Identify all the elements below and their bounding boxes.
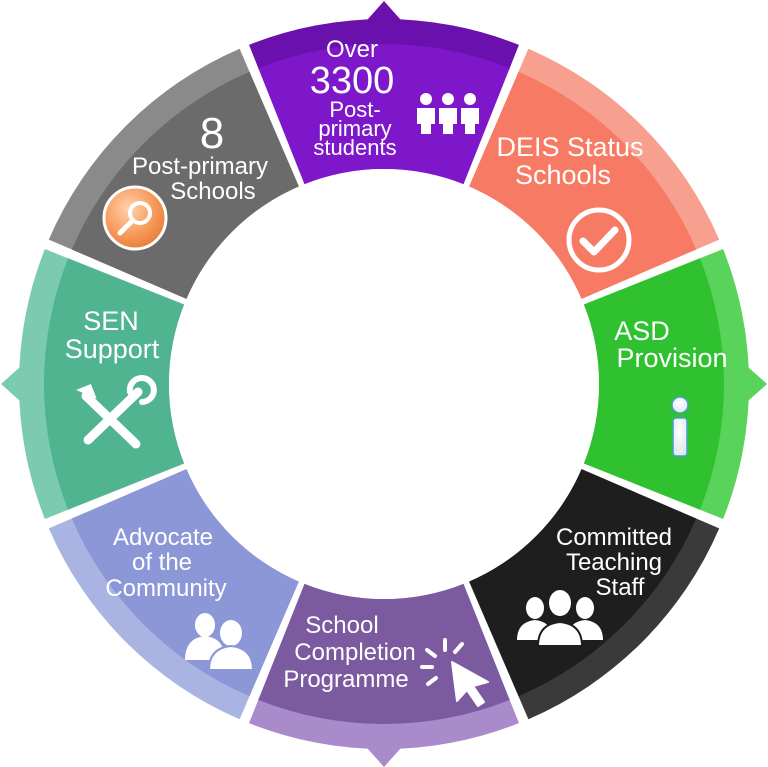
students-label-line1: Over [326, 36, 378, 63]
schools-count: 8 [200, 109, 224, 158]
asd-label-line1: ASD [614, 316, 670, 346]
checkmark-circle-icon [566, 207, 632, 273]
people-icon [417, 93, 479, 134]
ring-tab-completion [363, 744, 405, 767]
tools-icon [76, 375, 157, 449]
teaching-label-line3: Staff [596, 574, 645, 601]
ring-tab-asd [744, 363, 767, 405]
segment-schools: 8 Post-primary Schools [102, 109, 268, 251]
two-people-icon [185, 613, 255, 671]
students-label-line3: Post- [329, 97, 380, 122]
ring-tab-students [363, 1, 405, 24]
segment-deis: DEIS Status Schools [496, 132, 644, 273]
completion-label-line2: Completion [294, 639, 415, 666]
community-label-line2: of the [132, 549, 192, 576]
sen-label-line2: Support [65, 334, 160, 364]
ring-segment-sen [44, 258, 185, 510]
ring-segment-deis [469, 71, 697, 299]
segment-students: Over 3300 Post- primary students [310, 36, 479, 160]
cursor-click-icon [420, 638, 489, 707]
segment-community: Advocate of the Community [105, 524, 255, 671]
ring-segment-asd [583, 258, 724, 510]
students-label-line5: students [313, 135, 396, 160]
ring-tab-sen [1, 363, 24, 405]
center-hole [169, 169, 599, 599]
teaching-label-line2: Teaching [566, 549, 662, 576]
ring-segment-community [71, 469, 299, 697]
segment-sen: SEN Support [65, 306, 160, 449]
segment-teaching: Committed Teaching Staff [517, 524, 672, 647]
staff-group-icon [517, 590, 603, 647]
completion-label-line3: Programme [283, 666, 408, 693]
students-count: 3300 [310, 60, 395, 102]
asd-label-line2: Provision [616, 343, 727, 373]
magnifier-icon [102, 185, 168, 251]
students-label-line4: primary [318, 116, 391, 141]
sen-label-line1: SEN [83, 306, 139, 336]
teaching-label-line1: Committed [556, 524, 672, 551]
community-label-line1: Advocate [113, 524, 213, 551]
community-label-line3: Community [105, 575, 226, 602]
info-icon [671, 396, 689, 457]
deis-label-line2: Schools [515, 160, 611, 190]
segment-completion: School Completion Programme [283, 612, 489, 707]
schools-label-line3: Schools [170, 178, 255, 205]
segment-asd: ASD Provision [614, 316, 728, 457]
ring-segment-completion [258, 583, 510, 724]
deis-label-line1: DEIS Status [496, 132, 643, 162]
schools-label-line2: Post-primary [132, 153, 268, 180]
completion-label-line1: School [305, 612, 378, 639]
ring-segment-students [258, 44, 510, 185]
